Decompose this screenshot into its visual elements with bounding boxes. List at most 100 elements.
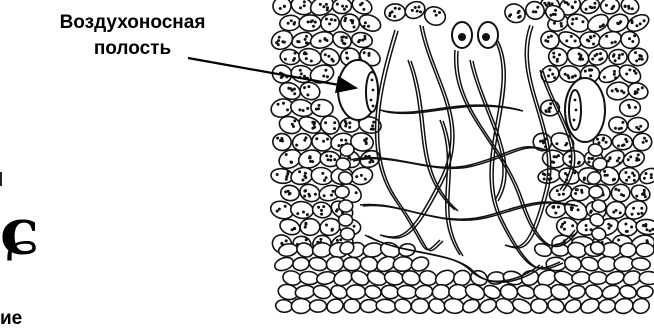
- chloroplast-dot: [639, 125, 642, 128]
- chloroplast-dot: [553, 76, 556, 79]
- chloroplast-dot: [616, 159, 619, 162]
- chloroplast-dot: [605, 35, 608, 38]
- chloroplast-dot: [371, 124, 374, 127]
- parenchyma-cell: [631, 297, 651, 315]
- parenchyma-cell: [568, 284, 587, 300]
- chloroplast-dot: [277, 103, 280, 106]
- chloroplast-dot: [364, 140, 367, 143]
- chloroplast-dot: [435, 14, 438, 17]
- chloroplast-dot: [411, 9, 414, 12]
- chloroplast-dot: [327, 158, 330, 161]
- chloroplast-dot: [293, 23, 296, 26]
- parenchyma-cell: [411, 298, 429, 314]
- chloroplast-dot: [344, 120, 347, 123]
- chloroplast-dot: [517, 11, 520, 14]
- parenchyma-cell: [346, 285, 365, 299]
- chloroplast-dot: [285, 153, 288, 156]
- parenchyma-cell: [338, 214, 353, 227]
- chloroplast-dot: [414, 6, 417, 9]
- chloroplast-dot: [596, 138, 599, 141]
- chloroplast-dot: [602, 23, 605, 26]
- chloroplast-dot: [343, 8, 346, 11]
- chloroplast-dot: [556, 189, 559, 192]
- chloroplast-dot: [578, 52, 581, 55]
- chloroplast-dot: [322, 140, 325, 143]
- chloroplast-dot: [329, 155, 332, 158]
- chloroplast-dot: [292, 125, 295, 128]
- chloroplast-dot: [635, 159, 638, 162]
- chloroplast-dot: [637, 212, 640, 215]
- chloroplast-dot: [611, 41, 614, 44]
- chloroplast-dot: [293, 57, 296, 60]
- parenchyma-cell: [619, 242, 636, 257]
- chlorenchyma-cell: [617, 217, 638, 236]
- chloroplast-dot: [319, 238, 322, 241]
- chloroplast-dot: [550, 35, 553, 38]
- chloroplast-dot: [603, 170, 606, 173]
- chloroplast-dot: [294, 52, 297, 55]
- chloroplast-dot: [605, 4, 608, 7]
- chloroplast-dot: [438, 11, 441, 14]
- chloroplast-dot: [307, 193, 310, 196]
- chloroplast-dot: [314, 193, 317, 196]
- chloroplast-dot: [609, 157, 612, 160]
- chloroplast-dot: [637, 88, 640, 91]
- chloroplast-dot: [637, 153, 640, 156]
- chloroplast-dot: [326, 75, 329, 78]
- chloroplast-dot: [319, 40, 322, 43]
- chloroplast-dot: [611, 89, 614, 92]
- chloroplast-dot: [328, 22, 331, 25]
- chloroplast-dot: [315, 137, 318, 140]
- chloroplast-dot: [584, 70, 587, 73]
- chloroplast-dot: [624, 5, 627, 8]
- parenchyma-cell: [397, 285, 417, 299]
- chloroplast-dot: [551, 73, 554, 76]
- chloroplast-dot: [598, 58, 601, 61]
- chloroplast-dot: [587, 161, 590, 164]
- chloroplast-dot: [282, 102, 285, 105]
- parenchyma-cell: [600, 283, 621, 301]
- parenchyma-cell: [414, 284, 434, 300]
- chloroplast-dot: [394, 7, 397, 10]
- chloroplast-dot: [617, 189, 620, 192]
- chloroplast-dot: [554, 212, 557, 215]
- chloroplast-dot: [353, 26, 356, 29]
- chloroplast-dot: [368, 161, 371, 164]
- chloroplast-dot: [640, 207, 643, 210]
- parenchyma-cell: [308, 256, 329, 273]
- chloroplast-dot: [628, 37, 631, 40]
- chloroplast-dot: [585, 228, 588, 231]
- chloroplast-dot: [594, 2, 597, 5]
- parenchyma-cell: [294, 284, 315, 300]
- chloroplast-dot: [624, 223, 627, 226]
- chloroplast-dot: [571, 206, 574, 209]
- parenchyma-cell: [275, 299, 293, 313]
- chloroplast-dot: [361, 2, 364, 5]
- chloroplast-dot: [323, 179, 326, 182]
- chloroplast-dot: [299, 6, 302, 9]
- chlorenchyma-cell: [384, 3, 405, 21]
- chloroplast-dot: [573, 171, 576, 174]
- chlorenchyma-cell: [502, 0, 529, 26]
- chloroplast-dot: [622, 91, 625, 94]
- chloroplast-dot: [567, 76, 570, 79]
- parenchyma-cell: [360, 299, 378, 313]
- chloroplast-dot: [590, 157, 593, 160]
- chloroplast-dot: [320, 209, 323, 212]
- chloroplast-dot: [613, 70, 616, 73]
- chloroplast-dot: [618, 157, 621, 160]
- chloroplast-dot: [324, 121, 327, 124]
- chloroplast-dot: [634, 72, 637, 75]
- chloroplast-dot: [355, 175, 358, 178]
- chloroplast-dot: [289, 192, 292, 195]
- chloroplast-dot: [650, 173, 653, 176]
- chloroplast-dot: [287, 22, 290, 25]
- chloroplast-dot: [331, 229, 334, 232]
- chloroplast-dot: [536, 6, 539, 9]
- chlorenchyma-cell: [600, 0, 620, 14]
- chloroplast-dot: [640, 212, 643, 215]
- chloroplast-dot: [303, 4, 306, 7]
- chloroplast-dot: [325, 18, 328, 21]
- chloroplast-dot: [552, 13, 555, 16]
- chloroplast-dot: [635, 59, 638, 62]
